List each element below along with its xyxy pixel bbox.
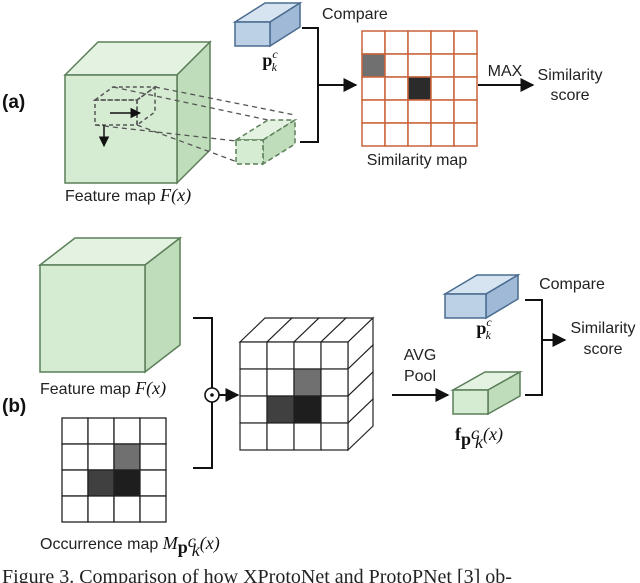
cube-front-cell-active: [293, 368, 322, 397]
similarity-cell: [384, 30, 409, 55]
similarity-cell: [407, 99, 432, 124]
cube-front-cell: [320, 395, 349, 424]
max-label: MAX: [488, 63, 523, 80]
similarity-score-b-line1: Similarity: [571, 320, 636, 337]
extracted-feature: [233, 118, 298, 166]
feature-map-cube-b: [37, 236, 183, 374]
similarity-cell: [407, 122, 432, 147]
cube-front-cell: [239, 368, 268, 397]
occurrence-cell: [139, 443, 167, 471]
figure-caption: Figure 3. Comparison of how XProtoNet an…: [2, 566, 512, 583]
occurrence-cell: [61, 495, 89, 523]
occurrence-cell: [113, 495, 141, 523]
cube-front-cell: [239, 422, 268, 451]
similarity-cell: [384, 53, 409, 78]
occurrence-cell: [87, 417, 115, 445]
feature-map-label-b: Feature map F(x): [40, 378, 166, 399]
cube-front-cell: [320, 368, 349, 397]
cube-front-cell: [320, 341, 349, 370]
occurrence-cell: [61, 443, 89, 471]
cube-front-cell: [320, 422, 349, 451]
similarity-score-line1: Similarity: [538, 67, 603, 84]
similarity-cell: [430, 122, 455, 147]
similarity-cell: [430, 99, 455, 124]
occurrence-cell-active: [113, 469, 141, 497]
cube-front-cell: [293, 422, 322, 451]
occurrence-cell: [139, 495, 167, 523]
occurrence-cell: [87, 443, 115, 471]
pooled-feature-label: fpck(x): [455, 423, 503, 452]
cube-front-cell-active: [293, 395, 322, 424]
similarity-cell: [361, 30, 386, 55]
similarity-cell: [430, 76, 455, 101]
weighted-feature-cube: [238, 316, 375, 452]
similarity-cell-highlight: [407, 76, 432, 101]
similarity-cell: [430, 53, 455, 78]
cube-front-cell: [293, 341, 322, 370]
patch-connectors: [94, 86, 296, 164]
feature-map-cube: [63, 40, 212, 185]
occurrence-cell: [87, 495, 115, 523]
occurrence-map-grid: [61, 417, 167, 523]
cube-front-cell: [266, 368, 295, 397]
panel-b: (b) Feature map F(x) Occurrence map Mpck…: [2, 236, 636, 560]
occurrence-cell: [139, 417, 167, 445]
similarity-cell: [453, 99, 478, 124]
similarity-cell: [430, 30, 455, 55]
similarity-cell: [384, 99, 409, 124]
cube-front-cell-active: [266, 395, 295, 424]
occurrence-cell-active: [87, 469, 115, 497]
compare-label: Compare: [322, 6, 388, 23]
similarity-cell: [384, 76, 409, 101]
cube-front-cell: [266, 422, 295, 451]
pooled-feature: [450, 370, 523, 416]
panel-b-label: (b): [2, 396, 26, 417]
similarity-map-label: Similarity map: [367, 152, 468, 169]
compare-bracket-b: [525, 299, 543, 396]
panel-a: (a): [2, 1, 603, 206]
similarity-cell: [361, 99, 386, 124]
cube-front-cell: [239, 395, 268, 424]
occurrence-cell-active: [113, 443, 141, 471]
feature-map-label-a: Feature map F(x): [65, 185, 191, 206]
avg-label: AVG: [404, 347, 437, 364]
similarity-score-line2: score: [550, 87, 589, 104]
compare-label-b: Compare: [539, 276, 605, 293]
occurrence-cell: [139, 469, 167, 497]
compare-bracket: [300, 27, 319, 143]
similarity-cell: [453, 30, 478, 55]
similarity-cell: [384, 122, 409, 147]
cube-front-cell: [239, 341, 268, 370]
prototype-vector: [232, 1, 303, 48]
occurrence-map-label: Occurrence map Mpck(x): [40, 531, 220, 560]
occurrence-cell: [61, 469, 89, 497]
similarity-cell: [453, 53, 478, 78]
pool-label: Pool: [404, 368, 436, 385]
similarity-cell: [361, 76, 386, 101]
similarity-cell: [453, 76, 478, 101]
prototype-vector-b: [442, 273, 521, 320]
occurrence-cell: [61, 417, 89, 445]
similarity-cell: [453, 122, 478, 147]
similarity-cell: [361, 122, 386, 147]
similarity-cell: [407, 53, 432, 78]
similarity-map-grid: [361, 30, 478, 147]
similarity-cell: [407, 30, 432, 55]
similarity-cell-highlight: [361, 53, 386, 78]
cube-front-cell: [266, 341, 295, 370]
panel-a-label: (a): [2, 92, 25, 113]
similarity-score-b-line2: score: [583, 341, 622, 358]
occurrence-cell: [113, 417, 141, 445]
